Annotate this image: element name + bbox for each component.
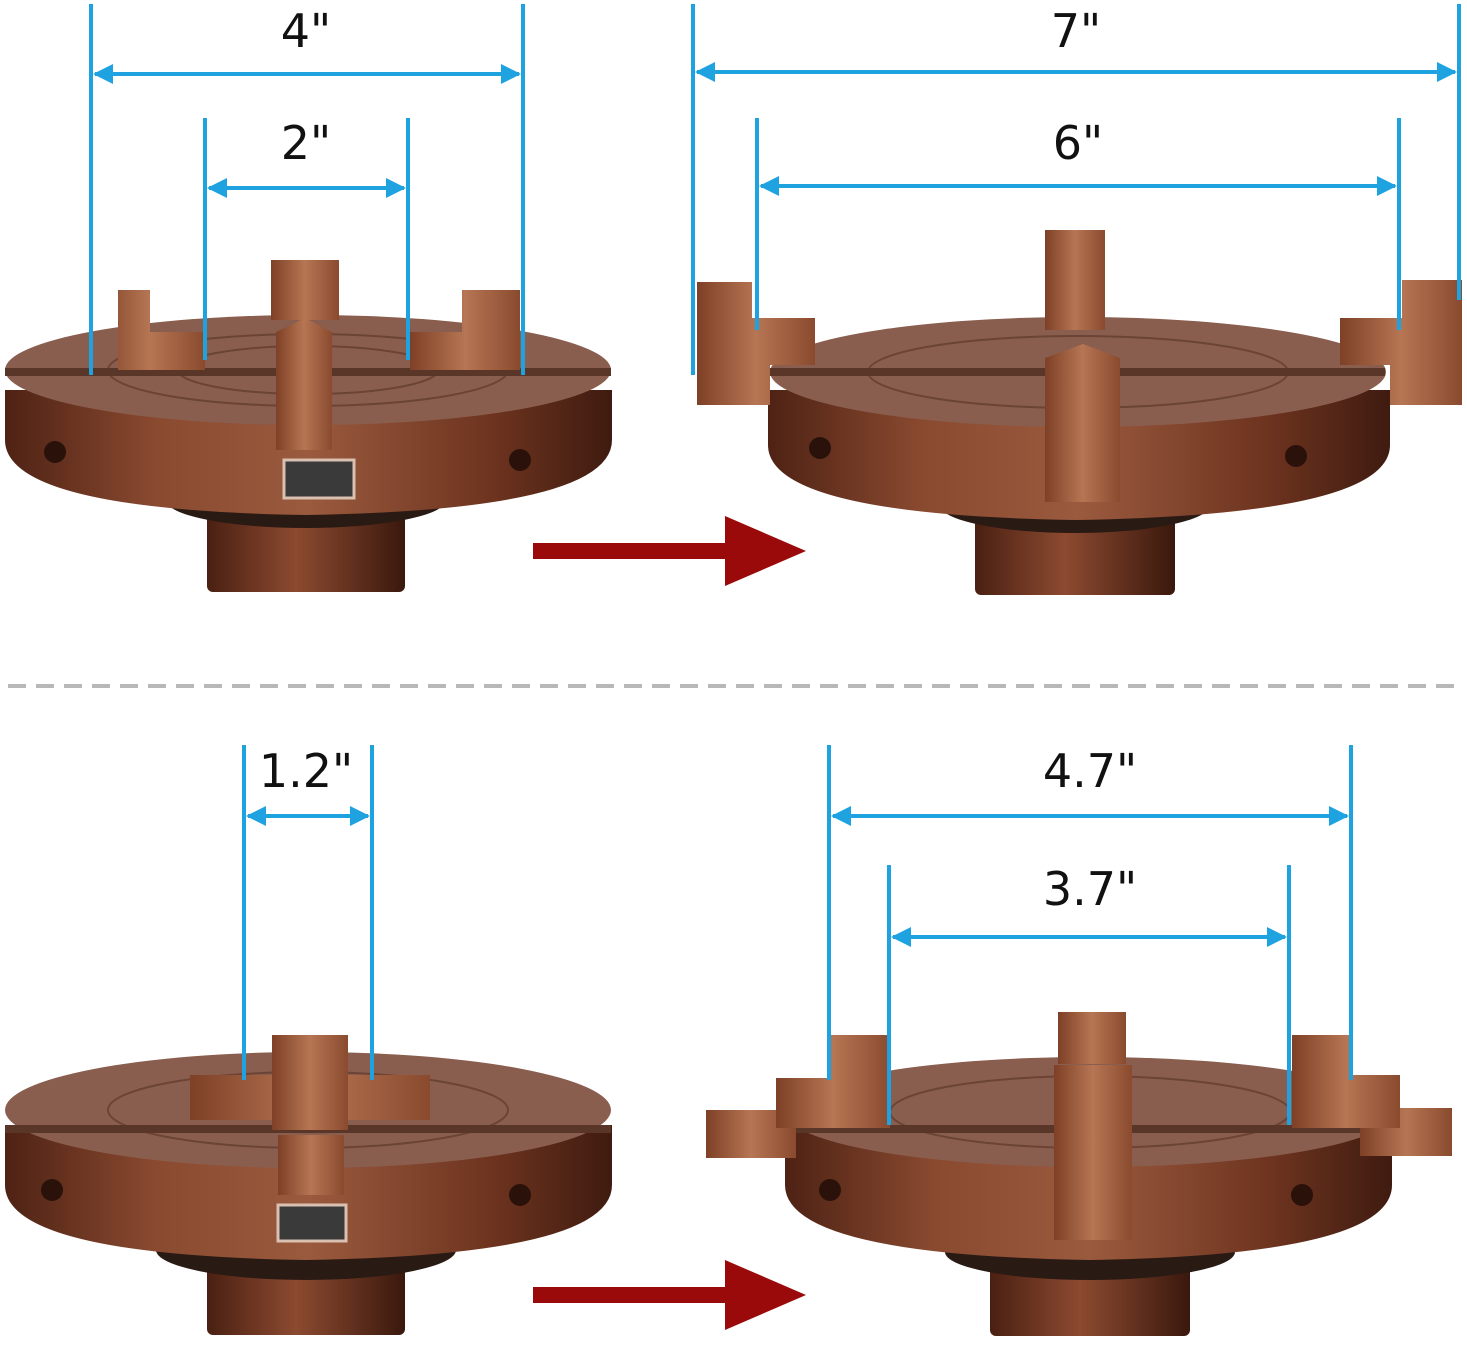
dimension-lines-bottom-right xyxy=(827,745,1353,1125)
chuck-open-bottom xyxy=(706,1012,1452,1336)
measurement-label-1-2in: 1.2" xyxy=(258,744,354,798)
measurement-label-7in: 7" xyxy=(1050,4,1102,58)
measurement-label-6in: 6" xyxy=(1052,116,1104,170)
right-arrow-icon xyxy=(533,516,806,586)
dimension-lines-top-right xyxy=(691,4,1461,375)
measurement-label-3-7in: 3.7" xyxy=(1042,862,1138,916)
chuck-open-top xyxy=(697,230,1462,595)
measurement-label-4-7in: 4.7" xyxy=(1042,744,1138,798)
dimension-lines-top-left xyxy=(89,4,525,375)
dimension-lines-bottom-left xyxy=(242,745,374,1080)
measurement-label-4in: 4" xyxy=(280,4,332,58)
chuck-closed-top xyxy=(5,260,612,592)
chuck-closed-bottom xyxy=(5,1035,612,1335)
right-arrow-icon xyxy=(533,1260,806,1330)
measurement-label-2in: 2" xyxy=(280,116,332,170)
